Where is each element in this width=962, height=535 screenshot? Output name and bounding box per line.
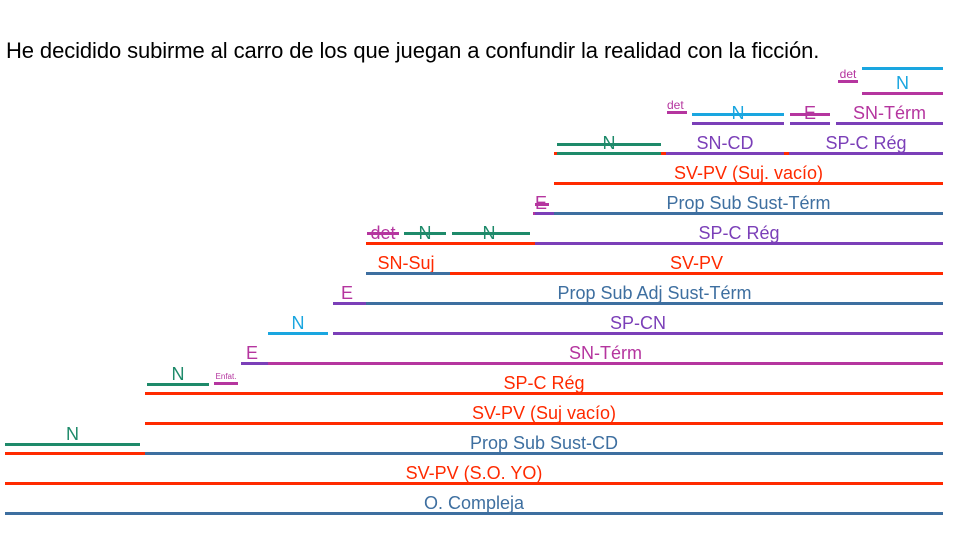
spc-reg-3-segment: SP-C Rég xyxy=(789,134,943,155)
n-ficcion-segment: N xyxy=(862,74,943,95)
sn-cd-segment: SN-CD xyxy=(666,134,784,155)
det-la-segment: det xyxy=(667,99,687,114)
det-la-2-segment: det xyxy=(838,67,858,83)
n-he-decidido-segment: N xyxy=(5,425,140,446)
det-los-top xyxy=(367,214,399,235)
n-ficcion-top xyxy=(862,65,943,70)
sv-pv-segment: SV-PV xyxy=(450,254,943,275)
sn-term-2-segment: SN-Térm xyxy=(836,104,943,125)
n-subirme-segment: N xyxy=(147,365,209,386)
n-confundir-segment: N xyxy=(557,134,661,155)
spc-reg-1-segment: SP-C Rég xyxy=(145,374,943,395)
n-juegan-top xyxy=(452,214,530,235)
e-a-top xyxy=(535,185,549,206)
prop-sub-sust-cd-label: Prop Sub Sust-CD xyxy=(145,434,943,455)
e-con-top xyxy=(790,95,830,116)
n-carro-segment: N xyxy=(268,314,328,335)
svpv-suj-vacio-2-segment: SV-PV (Suj. vacío) xyxy=(554,164,943,185)
prop-sub-sust-term-segment: Prop Sub Sust-Térm xyxy=(554,194,943,215)
sn-term-1-segment: SN-Térm xyxy=(268,344,943,365)
spc-reg-2-segment: SP-C Rég xyxy=(535,224,943,245)
sentence: He decidido subirme al carro de los que … xyxy=(6,38,820,63)
enfat-segment: Enfat. xyxy=(214,372,238,385)
svpv-so-yo-segment: SV-PV (S.O. YO) xyxy=(5,464,943,485)
o-compleja-segment: O. Compleja xyxy=(5,494,943,515)
prop-sub-adj-segment: Prop Sub Adj Sust-Térm xyxy=(366,284,943,305)
n-confundir-top xyxy=(557,125,661,146)
n-que-top xyxy=(404,214,446,235)
svpv-suj-vacio-segment: SV-PV (Suj vacío) xyxy=(145,404,943,425)
n-realidad-top xyxy=(692,95,784,116)
sp-cn-segment: SP-CN xyxy=(333,314,943,335)
n-realidad-segment: N xyxy=(692,104,784,125)
e-con-segment: E xyxy=(790,104,830,125)
